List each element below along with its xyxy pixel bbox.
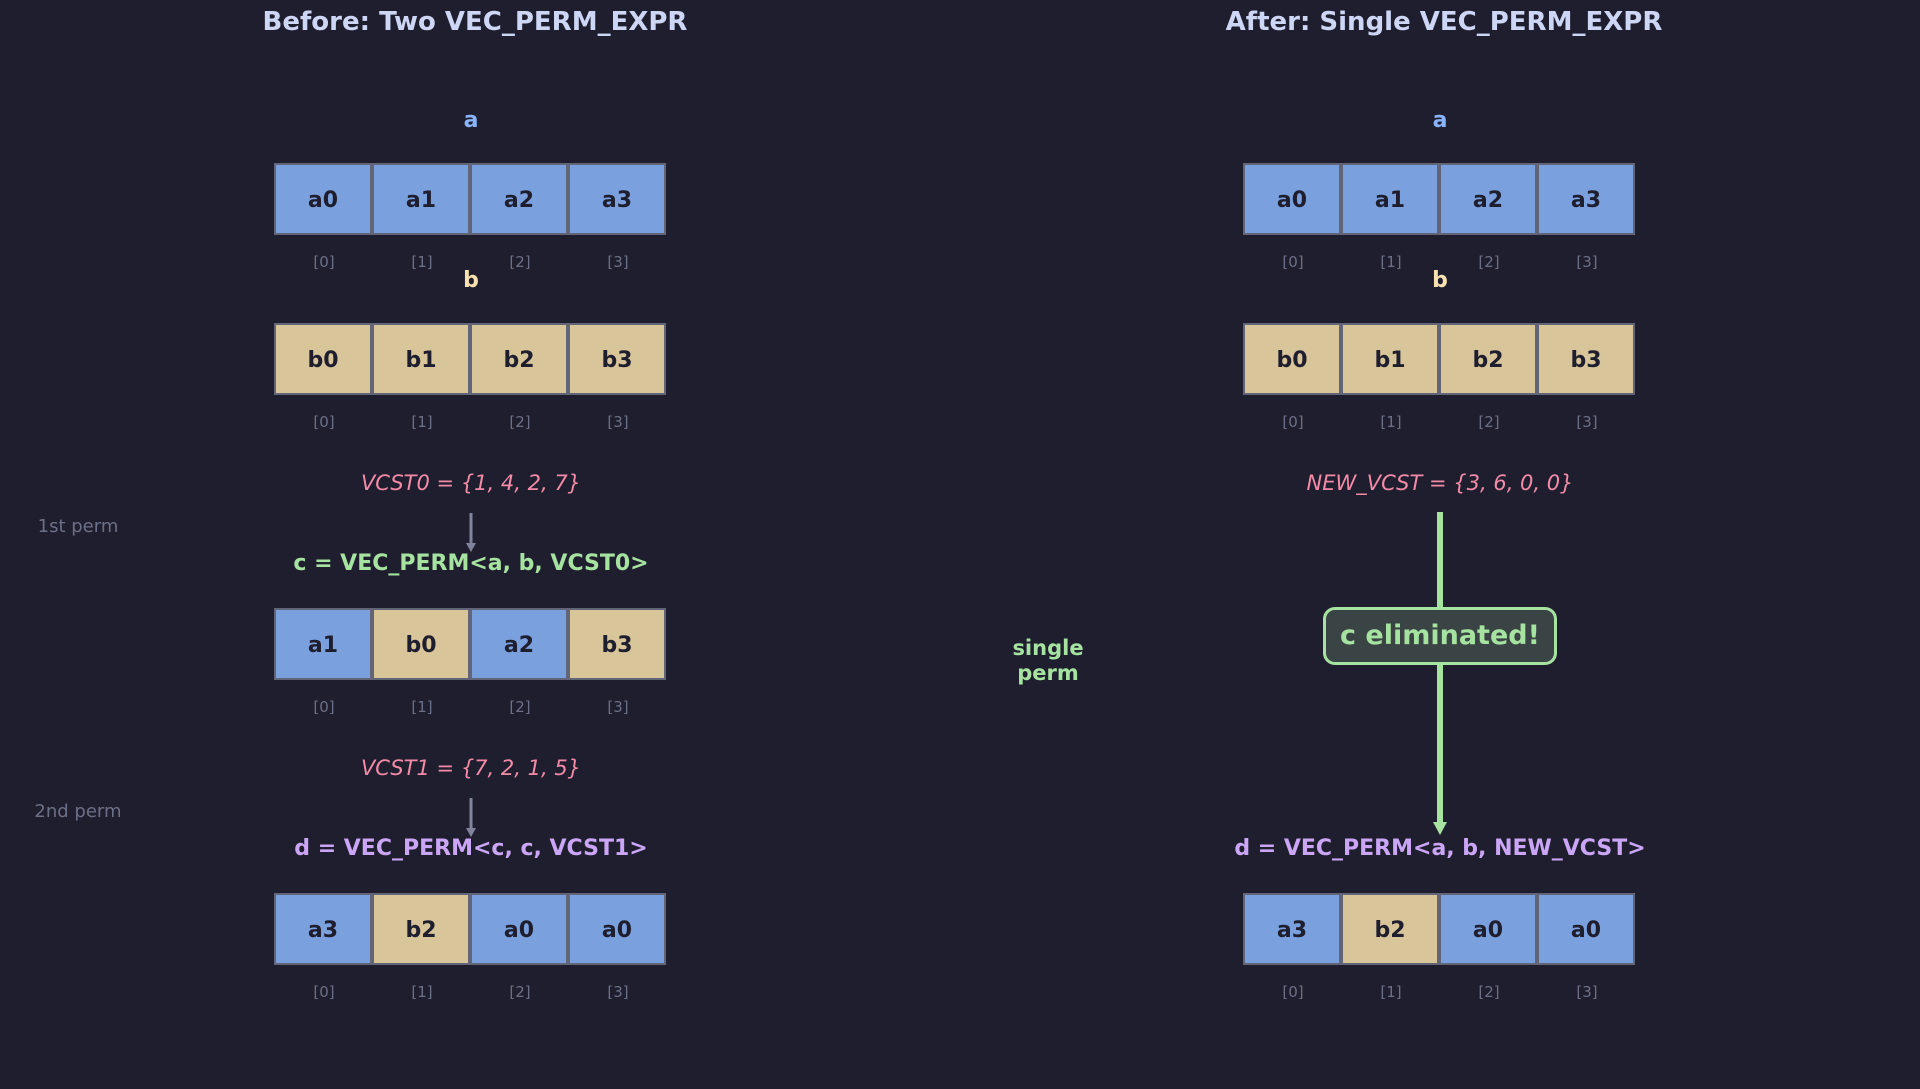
vector-a-row: a0 a1 a2 a3 [274,163,666,235]
right-panel-title: After: Single VEC_PERM_EXPR [1225,7,1663,37]
vcst1-mask: VCST1 = {7, 2, 1, 5} [360,756,582,780]
vector-c-cell: b3 [568,608,666,680]
vector-b-cell: b1 [1341,323,1439,395]
right-vector-b-indices: [0] [1] [2] [3] [1244,412,1636,432]
index-label: [0] [313,983,335,1001]
index-label: [2] [1478,253,1500,271]
perm2-expression: d = VEC_PERM<c, c, VCST1> [294,836,648,861]
index-label: [1] [411,253,433,271]
vector-a-cell: a2 [470,163,568,235]
index-label: [0] [1282,253,1304,271]
index-label: [0] [1282,413,1304,431]
index-label: [3] [1576,413,1598,431]
vector-b-cell: b0 [1243,323,1341,395]
index-label: [2] [509,413,531,431]
vector-a-cell: a0 [1243,163,1341,235]
right-vector-a-row: a0 a1 a2 a3 [1243,163,1635,235]
vector-d-cell: a0 [470,893,568,965]
index-label: [1] [411,413,433,431]
index-label: [3] [607,253,629,271]
vector-c-row: a1 b0 a2 b3 [274,608,666,680]
index-label: [2] [509,698,531,716]
vector-b-label: b [463,268,479,293]
right-vector-d-row: a3 b2 a0 a0 [1243,893,1635,965]
single-perm-line1: single [1012,636,1084,660]
vector-d-cell: b2 [372,893,470,965]
vector-a-cell: a2 [1439,163,1537,235]
vector-b-cell: b1 [372,323,470,395]
vector-d-cell: a3 [1243,893,1341,965]
left-arrow-perm1 [466,513,476,552]
vector-c-cell: a1 [274,608,372,680]
right-vector-d-indices: [0] [1] [2] [3] [1244,982,1636,1002]
vector-b-cell: b2 [1439,323,1537,395]
right-arrow-single-perm [1433,512,1447,835]
index-label: [2] [509,983,531,1001]
index-label: [1] [1380,253,1402,271]
first-perm-label: 1st perm [37,516,119,537]
second-perm-label: 2nd perm [34,801,122,822]
index-label: [1] [1380,413,1402,431]
index-label: [3] [1576,983,1598,1001]
index-label: [0] [313,698,335,716]
single-perm-line2: perm [1017,661,1079,685]
vector-a-cell: a0 [274,163,372,235]
index-label: [1] [411,698,433,716]
vector-d-cell: a3 [274,893,372,965]
index-label: [0] [1282,983,1304,1001]
c-eliminated-badge: c eliminated! [1323,607,1557,665]
index-label: [2] [509,253,531,271]
index-label: [1] [411,983,433,1001]
vector-b-row: b0 b1 b2 b3 [274,323,666,395]
right-vector-b-row: b0 b1 b2 b3 [1243,323,1635,395]
vector-d-cell: a0 [1439,893,1537,965]
vector-c-cell: b0 [372,608,470,680]
vector-b-cell: b3 [1537,323,1635,395]
vector-b-cell: b3 [568,323,666,395]
perm1-expression: c = VEC_PERM<a, b, VCST0> [293,551,649,576]
vector-d-row: a3 b2 a0 a0 [274,893,666,965]
index-label: [0] [313,253,335,271]
index-label: [3] [607,698,629,716]
index-label: [3] [1576,253,1598,271]
vector-d-indices: [0] [1] [2] [3] [275,982,667,1002]
index-label: [2] [1478,413,1500,431]
index-label: [3] [607,983,629,1001]
right-vector-a-label: a [1432,108,1448,133]
vector-b-indices: [0] [1] [2] [3] [275,412,667,432]
index-label: [3] [607,413,629,431]
index-label: [2] [1478,983,1500,1001]
vector-a-label: a [463,108,479,133]
right-vector-b-label: b [1432,268,1448,293]
right-result-expression: d = VEC_PERM<a, b, NEW_VCST> [1234,836,1646,861]
vector-a-cell: a1 [1341,163,1439,235]
vector-a-cell: a1 [372,163,470,235]
left-panel-title: Before: Two VEC_PERM_EXPR [262,7,688,37]
vector-d-cell: b2 [1341,893,1439,965]
single-perm-label: single perm [988,636,1108,686]
vector-a-cell: a3 [568,163,666,235]
vector-d-cell: a0 [1537,893,1635,965]
index-label: [0] [313,413,335,431]
vcst0-mask: VCST0 = {1, 4, 2, 7} [360,471,582,495]
vector-c-cell: a2 [470,608,568,680]
right-vector-a-indices: [0] [1] [2] [3] [1244,252,1636,272]
vector-a-cell: a3 [1537,163,1635,235]
vector-c-indices: [0] [1] [2] [3] [275,697,667,717]
index-label: [1] [1380,983,1402,1001]
left-arrow-perm2 [466,798,476,837]
vector-a-indices: [0] [1] [2] [3] [275,252,667,272]
vector-d-cell: a0 [568,893,666,965]
vector-b-cell: b2 [470,323,568,395]
vector-b-cell: b0 [274,323,372,395]
new-vcst-mask: NEW_VCST = {3, 6, 0, 0} [1306,471,1574,495]
